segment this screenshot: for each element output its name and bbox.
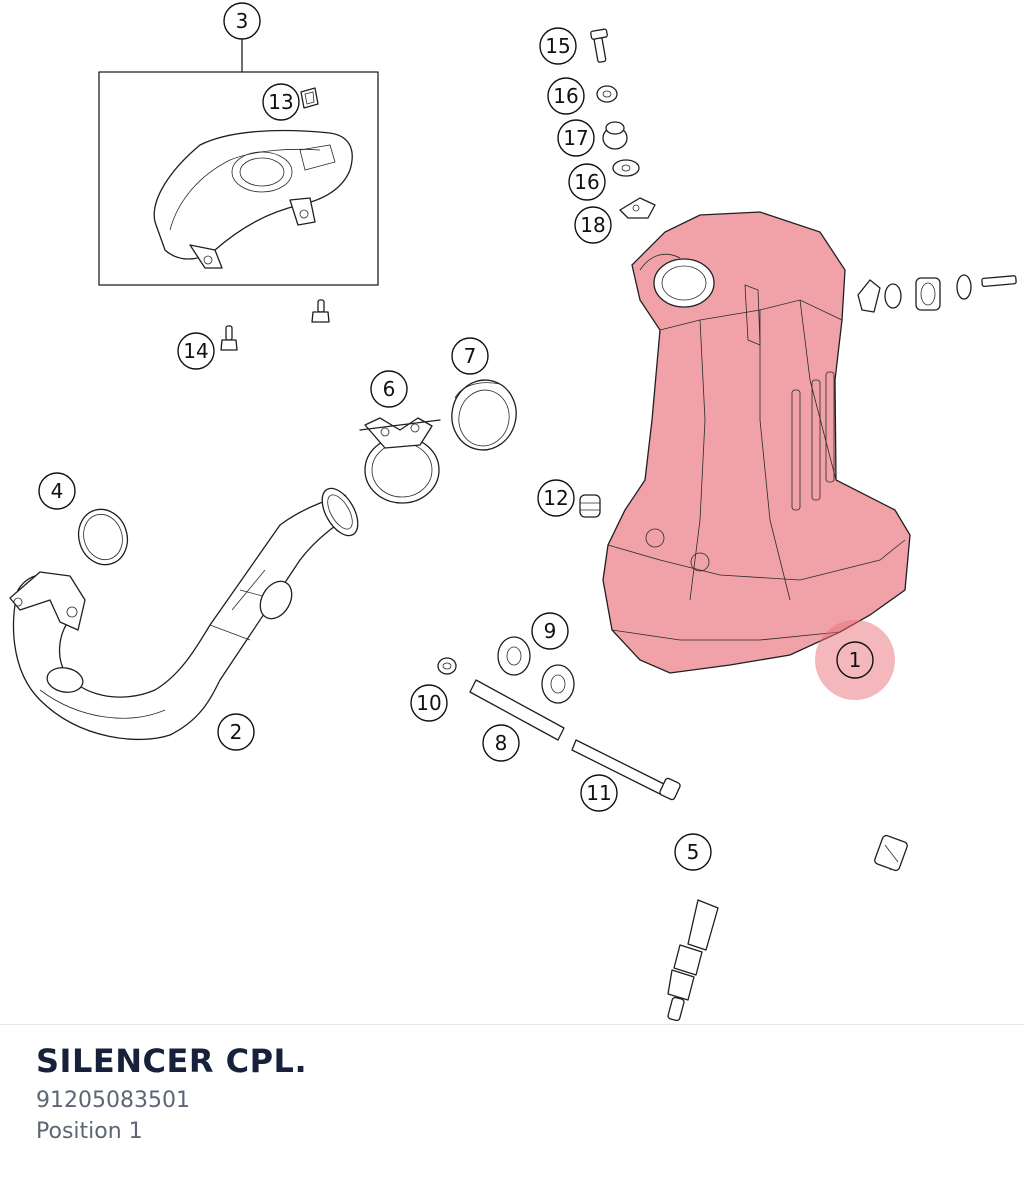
part-name: SILENCER CPL. (36, 1042, 308, 1080)
callout-13-label: 13 (268, 90, 293, 114)
mounting-hardware-stack[interactable] (590, 28, 656, 219)
callout-12[interactable]: 12 (537, 479, 575, 517)
part-number: 91205083501 (36, 1088, 190, 1113)
rear-bolt-assembly[interactable] (857, 274, 1017, 313)
callout-7-label: 7 (464, 344, 477, 368)
callout-13[interactable]: 13 (262, 83, 300, 121)
sleeve-7[interactable] (445, 374, 522, 456)
callout-15[interactable]: 15 (539, 27, 577, 65)
callout-4-label: 4 (51, 479, 64, 503)
callout-14[interactable]: 14 (177, 332, 215, 370)
silencer-part-1[interactable] (602, 211, 911, 674)
callout-16-upper[interactable]: 16 (547, 77, 585, 115)
clamp-6[interactable] (359, 417, 441, 504)
callout-11-label: 11 (586, 781, 611, 805)
callout-6-label: 6 (383, 377, 396, 401)
callout-8-label: 8 (495, 731, 508, 755)
callout-16-lower-label: 16 (574, 170, 599, 194)
callout-9-label: 9 (544, 619, 557, 643)
callout-8[interactable]: 8 (482, 724, 520, 762)
exploded-parts-diagram: 1 2 3 4 5 6 7 8 9 10 11 12 (9, 2, 1017, 1022)
callout-16-lower[interactable]: 16 (568, 163, 606, 201)
heat-shield-assembly[interactable] (98, 39, 379, 286)
spacer-tube-8[interactable] (469, 679, 565, 741)
callout-5[interactable]: 5 (674, 833, 712, 871)
callout-10-label: 10 (416, 691, 441, 715)
callout-9[interactable]: 9 (531, 612, 569, 650)
callout-1[interactable]: 1 (836, 641, 874, 679)
divider (0, 1024, 1024, 1025)
callout-2-label: 2 (230, 720, 243, 744)
nut-10[interactable] (437, 657, 457, 675)
callout-7[interactable]: 7 (451, 337, 489, 375)
callout-10[interactable]: 10 (410, 684, 448, 722)
part-position: Position 1 (36, 1119, 143, 1144)
grommet-12[interactable] (579, 494, 601, 518)
long-bolt-11[interactable] (571, 739, 681, 801)
callout-11[interactable]: 11 (580, 774, 618, 812)
callout-15-label: 15 (545, 34, 570, 58)
callout-4[interactable]: 4 (38, 472, 76, 510)
callout-16-upper-label: 16 (553, 84, 578, 108)
lambda-sensor-5[interactable] (667, 826, 908, 1022)
callout-6[interactable]: 6 (370, 370, 408, 408)
callout-3-label: 3 (236, 9, 249, 33)
callout-14-label: 14 (183, 339, 208, 363)
callout-2[interactable]: 2 (217, 713, 255, 751)
callout-17[interactable]: 17 (557, 119, 595, 157)
callout-17-label: 17 (563, 126, 588, 150)
bushing-9[interactable] (497, 636, 575, 704)
callout-12-label: 12 (543, 486, 568, 510)
callout-3[interactable]: 3 (223, 2, 261, 40)
callout-18[interactable]: 18 (574, 206, 612, 244)
header-pipe-2[interactable] (9, 482, 365, 741)
bolt-14[interactable] (220, 299, 330, 351)
callout-1-highlight (815, 620, 895, 700)
gasket-4[interactable] (72, 503, 135, 571)
callout-5-label: 5 (687, 840, 700, 864)
callout-18-label: 18 (580, 213, 605, 237)
callout-1-label: 1 (849, 648, 862, 672)
